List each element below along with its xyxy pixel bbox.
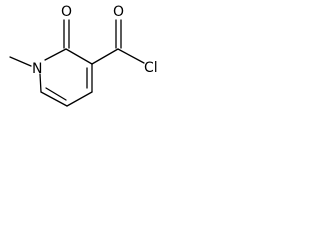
bond-c3-carbonyl [91, 48, 119, 65]
atom-label-o-acyl: O [113, 4, 124, 20]
bond-c2-c3 [65, 48, 93, 65]
bonds [9, 19, 145, 107]
bond-methyl-n [9, 56, 32, 67]
atom-labels: N O O Cl [32, 4, 158, 77]
bond-c5-c6-inner [45, 87, 67, 101]
bond-c4-c5 [66, 91, 93, 107]
bond-c6-n [39, 73, 42, 93]
bond-c5-c6 [40, 91, 68, 107]
bond-carbonyl-cl [117, 48, 145, 64]
atom-label-o-ketone: O [61, 4, 72, 20]
chemical-structure: N O O Cl [9, 4, 158, 107]
atom-label-cl: Cl [144, 60, 158, 76]
bond-n-c2 [44, 48, 67, 61]
atom-label-n: N [32, 61, 42, 77]
